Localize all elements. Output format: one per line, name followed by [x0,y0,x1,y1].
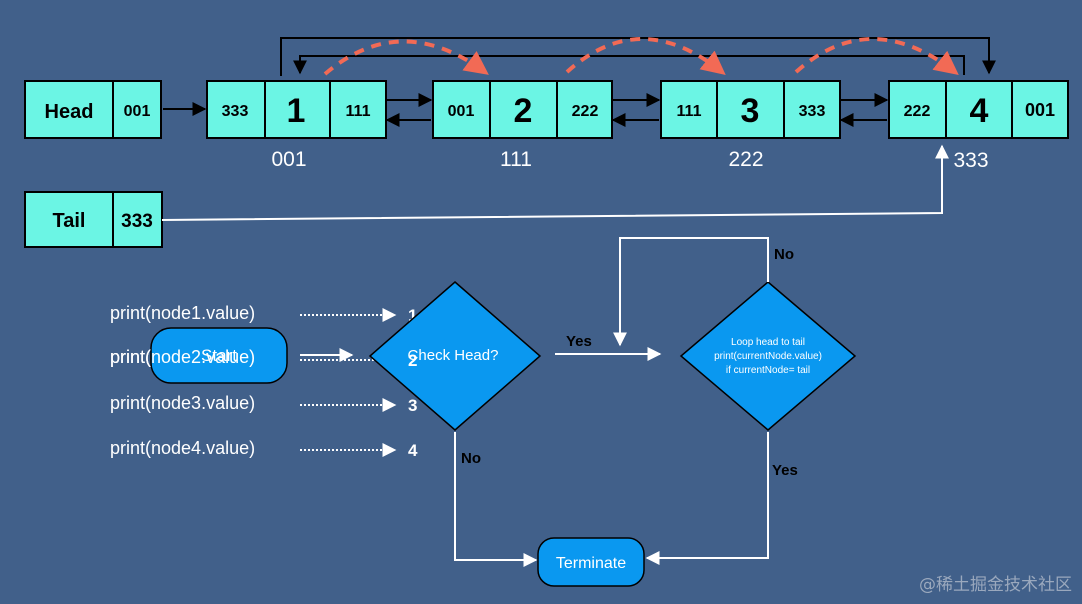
watermark: @稀土掘金技术社区 [919,575,1072,595]
node-next-pointer: 111 [346,103,371,120]
tail-pointer-box: Tail 333 [24,191,163,248]
node-value: 3 [741,92,760,130]
list-node: 001 2 222 111 [432,80,613,171]
node-address: 222 [728,148,763,171]
start-node [150,327,288,384]
loop-yes-label: Yes [772,462,798,479]
node-address: 333 [953,149,988,172]
list-node: 111 3 333 222 [660,80,841,171]
node-prev-pointer: 111 [677,103,702,120]
tail-label: Tail [53,210,86,232]
loop-no-label: No [774,246,794,263]
loop-decision [679,281,857,431]
loop-no-arrow [613,237,769,347]
print-code-overlap: print(node2.value) [110,347,255,367]
no-label: No [461,450,481,467]
node-address: 001 [271,148,306,171]
print-output: 2 [408,351,417,370]
print-output: 3 [408,396,417,415]
traversal-arrows [323,37,959,76]
circular-links [280,37,996,76]
terminate-label: Terminate [556,555,626,572]
list-node: 333 1 111 001 [206,80,387,171]
head-pointer-box: Head 001 [24,80,162,139]
loop-line-3: if currentNode= tail [726,365,810,376]
node-prev-pointer: 222 [904,103,931,120]
terminate-node [537,537,645,587]
loop-line-1: Loop head to tail [731,337,805,348]
print-code: print(node1.value) [110,303,255,323]
node-value: 4 [970,92,989,130]
no-arrow [454,432,538,567]
loop-yes-arrow [645,432,769,565]
head-value: 001 [124,103,151,120]
tail-arrow [161,144,949,221]
head-label: Head [45,101,94,123]
node-next-pointer: 333 [799,103,826,120]
node-value: 1 [287,92,306,130]
node-prev-pointer: 333 [222,103,249,120]
yes-label: Yes [566,333,592,350]
tail-value: 333 [121,211,153,232]
check-head-label: Check Head? [408,347,499,364]
node-prev-pointer: 001 [448,103,475,120]
node-address: 111 [500,148,532,171]
start-label: Start [201,346,237,365]
print-code: print(node4.value) [110,438,255,458]
print-output: 1 [408,306,417,325]
node-next-pointer: 222 [572,103,599,120]
print-code: print(node3.value) [110,393,255,413]
node-next-pointer: 001 [1025,100,1055,120]
print-output: 4 [408,441,418,460]
node-value: 2 [514,92,533,130]
check-head-decision [368,281,542,431]
list-node: 222 4 001 333 [888,80,1069,172]
loop-line-2: print(currentNode.value) [714,351,822,362]
link-arrows [385,93,889,127]
